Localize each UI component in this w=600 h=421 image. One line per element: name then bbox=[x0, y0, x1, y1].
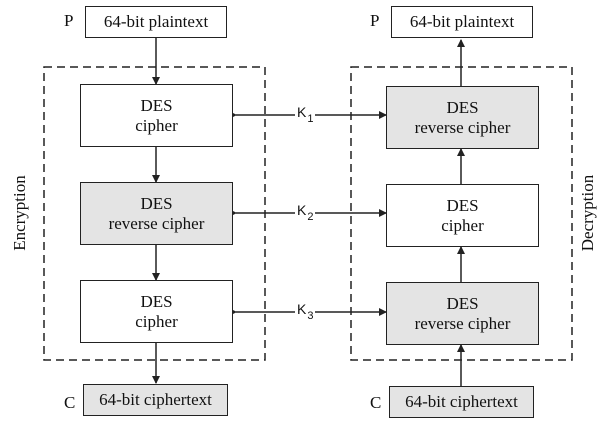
enc-plaintext-label: 64-bit plaintext bbox=[103, 12, 209, 31]
dec-input-letter: C bbox=[370, 393, 382, 412]
dec-output-letter: P bbox=[370, 11, 380, 30]
enc-stage-1-line2: cipher bbox=[135, 115, 178, 135]
dec-ciphertext-box: 64-bit ciphertext bbox=[389, 386, 534, 418]
enc-stage-2: DES reverse cipher bbox=[80, 182, 233, 245]
enc-plaintext-box: 64-bit plaintext bbox=[85, 6, 227, 38]
enc-stage-1-line1: DES bbox=[140, 95, 173, 115]
enc-ciphertext-box: 64-bit ciphertext bbox=[83, 384, 228, 416]
dec-stage-2-line1: DES bbox=[446, 195, 479, 215]
enc-stage-2-line1: DES bbox=[140, 193, 173, 213]
enc-output-letter: C bbox=[64, 393, 76, 412]
key-2-index: 2 bbox=[307, 211, 314, 223]
encryption-side-label: Encryption bbox=[10, 175, 29, 251]
enc-input-letter: P bbox=[64, 11, 74, 30]
dec-ciphertext-label: 64-bit ciphertext bbox=[405, 392, 518, 411]
enc-ciphertext-label: 64-bit ciphertext bbox=[99, 390, 212, 409]
key-1-symbol: K bbox=[297, 104, 307, 120]
dec-stage-3-line2: reverse cipher bbox=[414, 313, 511, 333]
dec-stage-1-line1: DES bbox=[446, 97, 479, 117]
dec-stage-2: DES cipher bbox=[386, 184, 539, 247]
dec-stage-1-line2: reverse cipher bbox=[414, 117, 511, 137]
dec-stage-2-line2: cipher bbox=[441, 215, 484, 235]
enc-stage-3: DES cipher bbox=[80, 280, 233, 343]
key-2-label: K2 bbox=[295, 202, 316, 223]
enc-stage-3-line2: cipher bbox=[135, 311, 178, 331]
key-1-index: 1 bbox=[307, 113, 314, 125]
enc-stage-1: DES cipher bbox=[80, 84, 233, 147]
decryption-side-label: Decryption bbox=[578, 174, 597, 252]
dec-stage-3: DES reverse cipher bbox=[386, 282, 539, 345]
key-3-label: K3 bbox=[295, 301, 316, 322]
dec-stage-3-line1: DES bbox=[446, 293, 479, 313]
enc-stage-2-line2: reverse cipher bbox=[108, 213, 205, 233]
key-3-symbol: K bbox=[297, 301, 307, 317]
enc-stage-3-line1: DES bbox=[140, 291, 173, 311]
dec-stage-1: DES reverse cipher bbox=[386, 86, 539, 149]
key-2-symbol: K bbox=[297, 202, 307, 218]
dec-plaintext-box: 64-bit plaintext bbox=[391, 6, 533, 38]
key-3-index: 3 bbox=[307, 310, 314, 322]
dec-plaintext-label: 64-bit plaintext bbox=[409, 12, 515, 31]
key-1-label: K1 bbox=[295, 104, 316, 125]
